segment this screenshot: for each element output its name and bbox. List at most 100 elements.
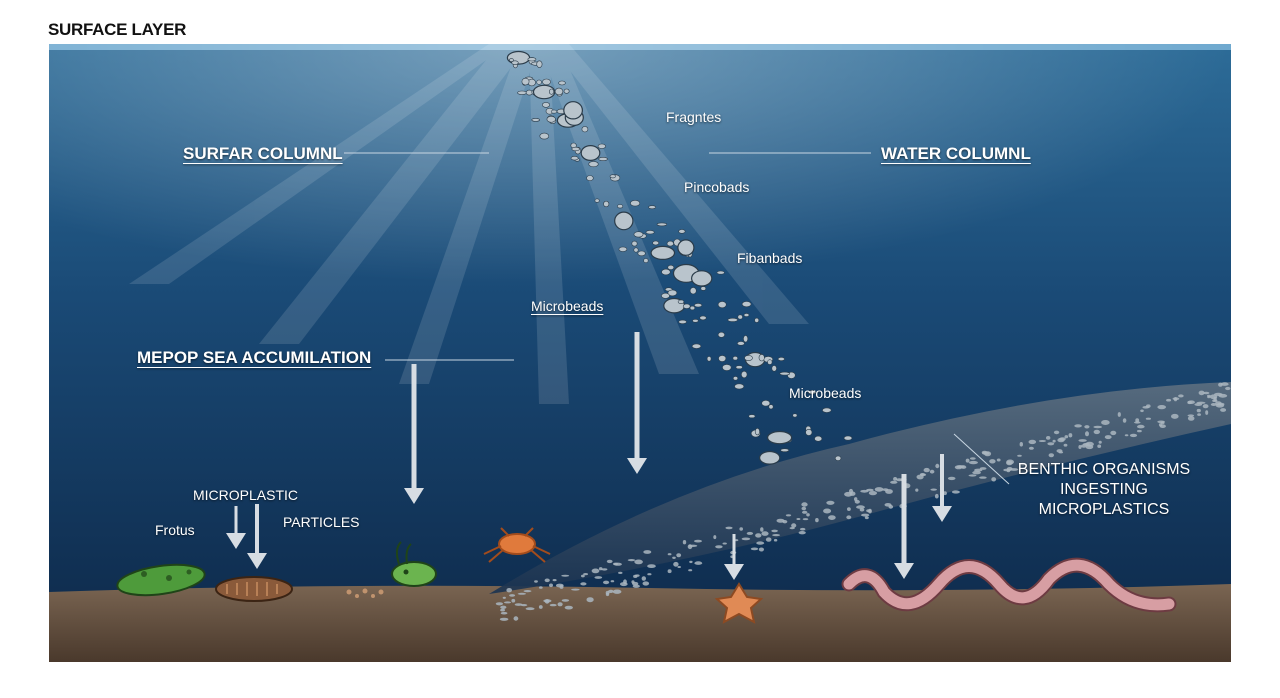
mound-particle [668, 569, 672, 573]
mound-particle [856, 505, 865, 509]
mound-particle [1097, 445, 1101, 448]
mound-particle [689, 545, 698, 547]
mound-particle [643, 550, 651, 554]
mound-particle [969, 474, 977, 476]
falling-particle [662, 269, 671, 275]
mound-particle [801, 502, 807, 506]
falling-particle [587, 176, 594, 181]
mound-particle [1203, 392, 1209, 395]
mound-particle [777, 519, 785, 523]
falling-particle [679, 230, 686, 234]
mound-particle [1074, 424, 1082, 427]
falling-particle [581, 146, 600, 161]
mound-particle [694, 540, 702, 543]
mound-particle [668, 553, 672, 555]
falling-particle [781, 449, 789, 452]
mound-particle [1207, 396, 1210, 398]
mound-particle [844, 492, 852, 497]
mound-particle [631, 580, 634, 583]
mound-particle [806, 513, 810, 516]
falling-particle [537, 80, 542, 84]
mound-particle [1188, 416, 1195, 421]
mound-particle [723, 543, 727, 545]
mound-particle [1069, 433, 1073, 437]
mound-particle [846, 515, 851, 519]
mound-particle [1101, 420, 1110, 425]
falling-particle [532, 118, 540, 121]
mound-particle [1217, 403, 1224, 406]
falling-particle [540, 133, 549, 139]
mound-particle [633, 575, 637, 578]
mound-particle [815, 518, 819, 522]
falling-particle [822, 408, 831, 413]
mound-particle [689, 561, 692, 563]
mound-particle [647, 573, 651, 575]
falling-particle [619, 247, 627, 252]
mound-particle [948, 477, 956, 480]
falling-particle [542, 102, 549, 107]
label-frotus: Frotus [155, 522, 195, 538]
mound-particle [861, 514, 869, 517]
mound-particle [786, 514, 791, 516]
mound-particle [618, 572, 622, 574]
falling-particle [755, 428, 759, 435]
falling-particle [722, 364, 731, 370]
mound-particle [647, 564, 656, 568]
mound-particle [623, 579, 627, 584]
mound-particle [545, 579, 550, 583]
mound-particle [1059, 451, 1064, 453]
mound-particle [672, 557, 676, 559]
mound-particle [545, 599, 550, 604]
falling-particle [528, 58, 536, 61]
mound-particle [885, 503, 892, 507]
mound-particle [991, 477, 996, 481]
mound-particle [603, 581, 609, 585]
mound-particle [534, 580, 538, 582]
falling-particle [835, 456, 841, 461]
label-microbeads-right: Microbeads [789, 385, 861, 401]
falling-particle [555, 88, 563, 95]
mound-particle [751, 548, 758, 551]
mound-particle [607, 560, 613, 563]
mound-particle [774, 539, 777, 542]
falling-particle [690, 287, 696, 294]
falling-particle [679, 320, 687, 324]
mound-particle [601, 568, 607, 570]
mound-particle [1203, 404, 1209, 408]
mound-particle [1057, 438, 1064, 442]
falling-particle [742, 301, 751, 306]
falling-particle [718, 301, 726, 307]
mound-particle [979, 476, 987, 478]
mound-particle [1054, 431, 1059, 435]
falling-particle [759, 354, 764, 361]
falling-particle [542, 79, 550, 85]
mound-particle [1065, 435, 1069, 438]
falling-particle [667, 241, 674, 246]
mound-particle [642, 576, 646, 581]
mound-particle [915, 489, 918, 492]
mound-particle [1086, 445, 1094, 449]
label-particles: PARTICLES [283, 514, 360, 530]
falling-particle [733, 356, 738, 360]
mound-particle [826, 501, 834, 505]
mound-particle [966, 459, 970, 463]
falling-particle [678, 300, 684, 304]
mound-particle [504, 601, 511, 603]
mound-particle [970, 457, 976, 460]
falling-particle [617, 205, 622, 209]
mound-particle [1047, 442, 1054, 445]
falling-particle [690, 306, 695, 310]
mound-particle [980, 467, 987, 470]
mound-particle [761, 531, 768, 536]
falling-particle [693, 319, 699, 322]
falling-particle [778, 357, 785, 360]
mound-particle [1094, 430, 1100, 434]
mound-particle [930, 470, 935, 474]
mound-particle [628, 559, 636, 561]
mound-particle [524, 590, 532, 592]
mound-particle [866, 489, 874, 492]
falling-particle [661, 293, 669, 298]
mound-particle [683, 540, 686, 544]
mound-particle [1160, 424, 1166, 428]
mound-particle [673, 562, 678, 567]
